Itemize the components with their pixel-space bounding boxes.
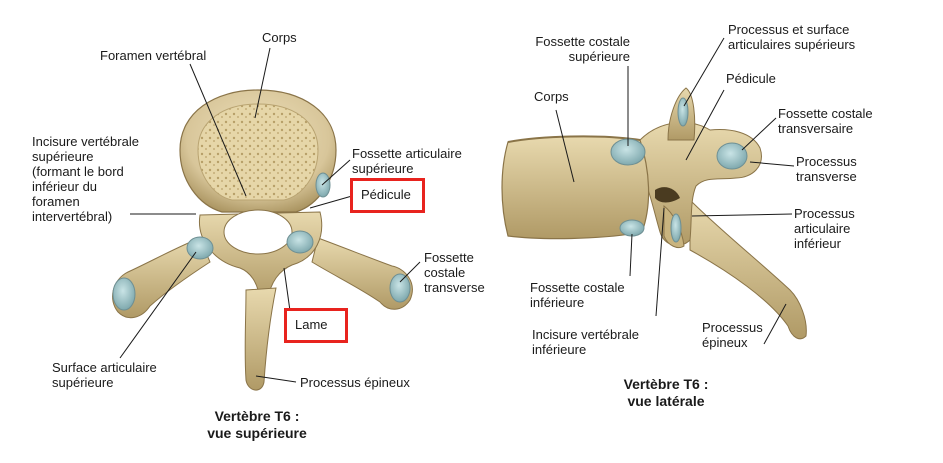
label-corps: Corps	[262, 30, 297, 45]
label-incisure-vertebrale-inferieure: Incisure vertébrale inférieure	[532, 327, 639, 357]
label-line: épineux	[702, 335, 748, 350]
label-line: transversaire	[778, 121, 854, 136]
label-line: foramen	[32, 194, 80, 209]
lateral-inferior-articular-facet-icon	[670, 213, 682, 243]
label-line: costale	[424, 265, 466, 280]
label-incisure-vertebrale-superieure: Incisure vertébrale supérieure (formant …	[32, 134, 139, 224]
label-processus-articulaire-inferieur: Processus articulaire inférieur	[794, 206, 855, 251]
label-surface-articulaire-superieure: Surface articulaire supérieure	[52, 360, 157, 390]
label-line: Incisure vertébrale	[532, 327, 639, 342]
label-line: Incisure vertébrale	[32, 134, 139, 149]
caption-superior-view: Vertèbre T6 : vue supérieure	[182, 408, 332, 442]
label-line: supérieure	[568, 49, 630, 64]
label-processus-surface-articulaires: Processus et surface articulaires supéri…	[728, 22, 855, 52]
label-lame: Lame	[295, 317, 328, 332]
superior-costal-facet-icon	[315, 172, 331, 198]
left-superior-articular-surface-icon	[186, 236, 214, 260]
label-line: Surface articulaire	[52, 360, 157, 375]
label-line: transverse	[424, 280, 485, 295]
label-fossette-costale-inferieure: Fossette costale inférieure	[530, 280, 625, 310]
left-costal-facet-icon	[112, 277, 136, 311]
label-line: inférieure	[532, 342, 587, 357]
label-line: intervertébral)	[32, 209, 113, 224]
spinous-process	[244, 287, 277, 391]
lateral-superior-articular-surface-icon	[677, 97, 689, 127]
label-line: articulaire	[794, 221, 851, 236]
lateral-view-illustration	[501, 87, 807, 340]
label-processus-transverse: Processus transverse	[796, 154, 857, 184]
label-line: articulaires supérieurs	[728, 37, 856, 52]
label-line: Processus	[796, 154, 857, 169]
label-line: Processus et surface	[728, 22, 850, 37]
label-line: Fossette costale	[530, 280, 625, 295]
right-superior-articular-surface-icon	[286, 230, 314, 254]
label-line: supérieure	[32, 149, 94, 164]
label-line: supérieure	[352, 161, 414, 176]
label-line: Processus	[702, 320, 763, 335]
label-foramen-vertebral: Foramen vertébral	[100, 48, 207, 63]
superior-view-illustration	[112, 89, 413, 391]
lateral-body-rim	[507, 135, 641, 143]
left-transverse-process	[112, 237, 211, 319]
label-line: Fossette articulaire	[352, 146, 462, 161]
label-line: inférieure	[530, 295, 585, 310]
lateral-spinous-process	[689, 198, 807, 340]
lateral-inferior-notch	[655, 187, 680, 203]
label-line: transverse	[796, 169, 857, 184]
label-line: Processus	[794, 206, 855, 221]
lateral-leader-lines	[555, 37, 795, 345]
right-costal-facet-icon	[389, 273, 411, 303]
label-pedicule-lateral: Pédicule	[726, 71, 776, 86]
caption-line: Vertèbre T6 :	[214, 408, 300, 424]
label-fossette-articulaire-superieure: Fossette articulaire supérieure	[352, 146, 462, 176]
label-line: Fossette	[424, 250, 474, 265]
label-line: (formant le bord	[32, 164, 124, 179]
caption-line: vue latérale	[627, 393, 705, 409]
label-fossette-costale-superieure: Fossette costale supérieure	[528, 34, 630, 64]
body-spongy-bone	[197, 103, 319, 201]
label-corps-lateral: Corps	[534, 89, 569, 104]
label-line: Fossette costale	[535, 34, 630, 49]
lateral-transverse-costal-facet-icon	[716, 142, 748, 170]
label-line: supérieure	[52, 375, 114, 390]
lateral-inferior-costal-facet-icon	[619, 219, 645, 237]
right-transverse-process	[311, 237, 413, 310]
caption-line: Vertèbre T6 :	[623, 376, 709, 392]
caption-lateral-view: Vertèbre T6 : vue latérale	[596, 376, 736, 410]
highlight-box-lame: Lame	[284, 308, 348, 343]
label-fossette-costale-transversaire: Fossette costale transversaire	[778, 106, 873, 136]
caption-line: vue supérieure	[207, 425, 307, 441]
label-line: inférieur	[794, 236, 841, 251]
label-fossette-costale-transverse: Fossette costale transverse	[424, 250, 485, 295]
label-line: Fossette costale	[778, 106, 873, 121]
vertebral-foramen	[223, 209, 293, 255]
label-processus-epineux-lateral: Processus épineux	[702, 320, 763, 350]
label-pedicule: Pédicule	[361, 187, 411, 202]
highlight-box-pedicule: Pédicule	[350, 178, 425, 213]
label-line: inférieur du	[32, 179, 98, 194]
label-processus-epineux: Processus épineux	[300, 375, 410, 390]
